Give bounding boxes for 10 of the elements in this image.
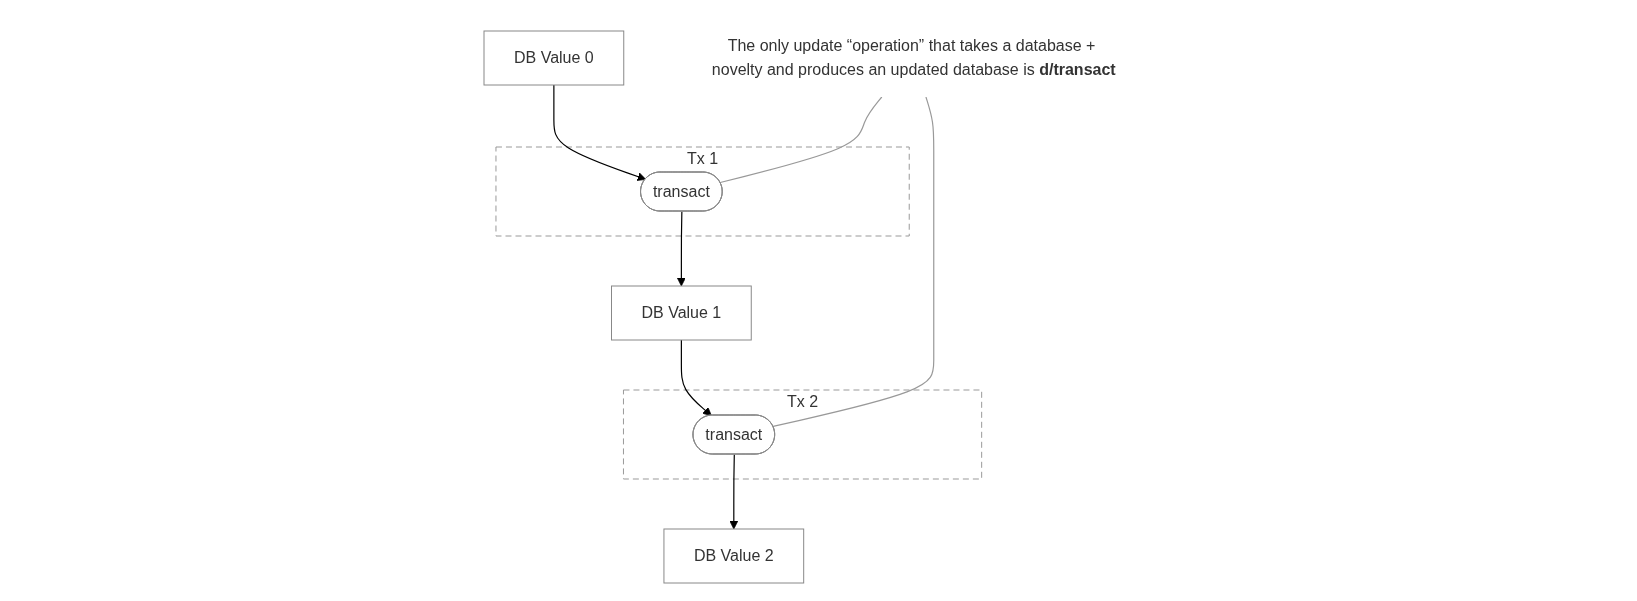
arrow — [552, 83, 646, 181]
node-box: DB Value 2 — [663, 528, 804, 583]
connector — [719, 95, 882, 183]
arrow — [680, 338, 712, 416]
arrow — [729, 453, 738, 529]
connector — [772, 95, 934, 427]
node-box: DB Value 1 — [610, 285, 752, 340]
node-box: DB Value 0 — [483, 30, 624, 85]
node-text: The only update “operation” that takes a database + novelty and produces an updated database is d/transact — [711, 36, 1116, 78]
arrow — [676, 210, 686, 286]
